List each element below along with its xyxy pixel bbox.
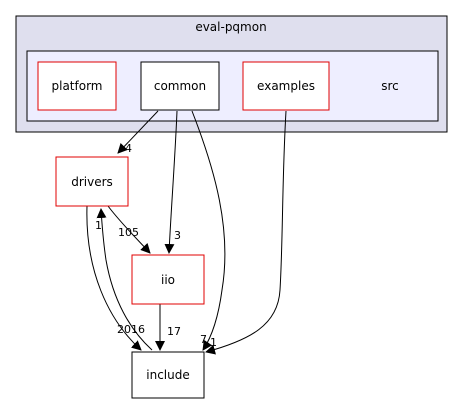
cluster-eval-pqmon-label: eval-pqmon (195, 20, 266, 34)
edge-drivers-iio (107, 205, 151, 254)
edge-examples-include (205, 110, 287, 355)
edge-iio-drivers-label: 1 (95, 219, 102, 232)
node-common[interactable] (140, 61, 220, 111)
edge-common-include-label: 7 (200, 333, 207, 346)
node-iio-label: iio (161, 273, 175, 287)
edge-drivers-include-label: 2016 (117, 323, 145, 336)
edge-include-drivers (96, 208, 153, 351)
edge-common-iio-label: 3 (174, 229, 181, 242)
edge-examples-include-label: 1 (210, 336, 217, 349)
edge-common-drivers-label: 4 (125, 142, 132, 155)
edge-common-drivers (117, 110, 159, 154)
edge-common-iio (164, 110, 178, 254)
edge-drivers-include (86, 205, 142, 351)
node-common-label: common (154, 79, 206, 93)
cluster-src-label: src (381, 79, 399, 93)
node-examples-label: examples (257, 79, 315, 93)
node-drivers-label: drivers (71, 175, 113, 189)
node-drivers[interactable] (55, 156, 129, 207)
edge-drivers-iio-label: 105 (118, 226, 139, 239)
edge-common-include (191, 110, 226, 351)
node-platform-label: platform (52, 79, 103, 93)
node-platform[interactable] (37, 61, 117, 111)
node-include-label: include (146, 368, 189, 382)
node-examples[interactable] (242, 61, 330, 111)
edge-iio-include-label: 17 (167, 325, 181, 338)
node-iio[interactable] (131, 254, 205, 305)
node-include[interactable] (131, 351, 205, 399)
